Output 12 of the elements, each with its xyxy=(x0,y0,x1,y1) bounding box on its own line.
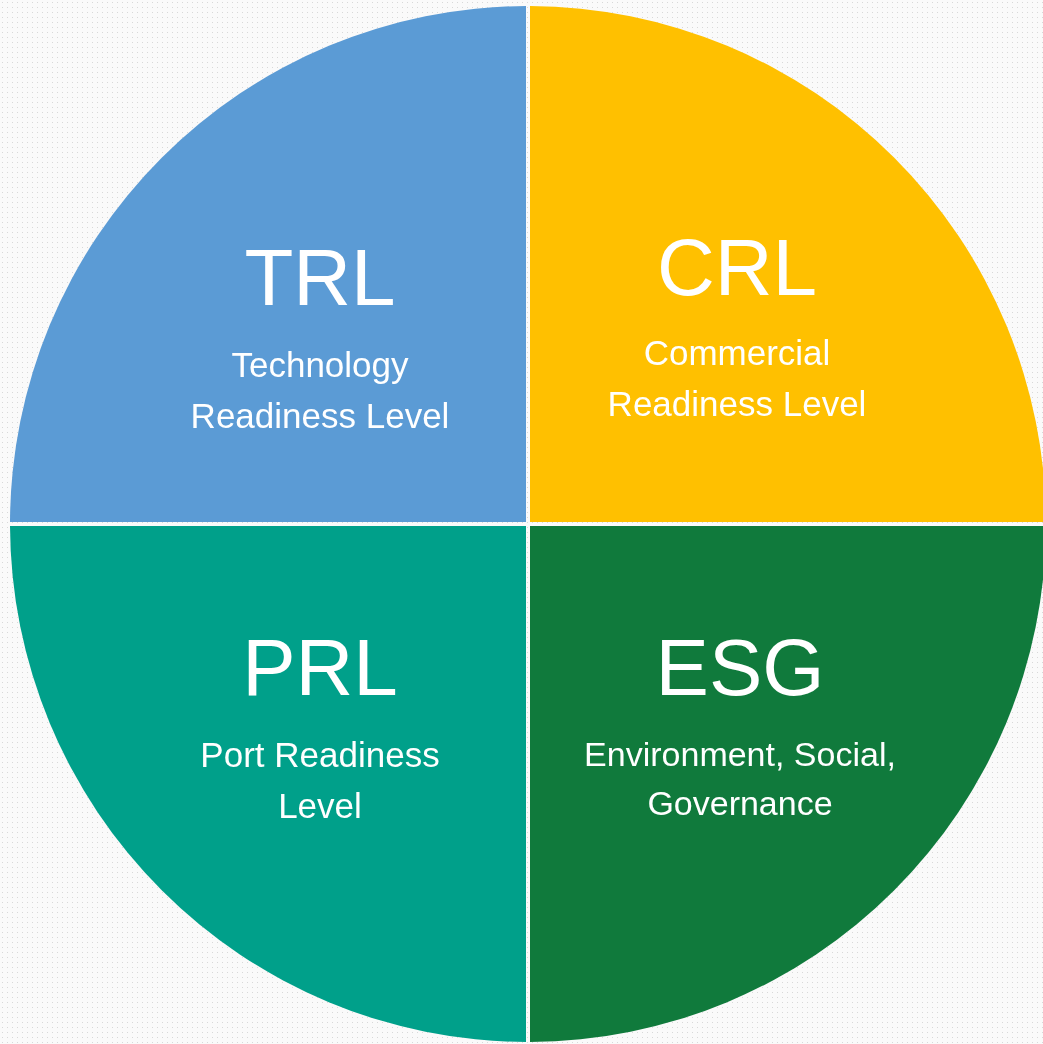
pie-quadrant xyxy=(10,526,526,1042)
quadrant-heading: PRL xyxy=(241,628,399,708)
quadrant-description: Port Readiness Level xyxy=(199,734,441,827)
pie-quadrant xyxy=(530,526,1043,1042)
quadrant-description: Environment, Social, Governance xyxy=(583,734,897,825)
pie-quadrant xyxy=(530,6,1043,522)
quadrant-heading: ESG xyxy=(654,628,826,708)
quadrant-description: Technology Readiness Level xyxy=(189,344,451,437)
quadrant-heading: CRL xyxy=(655,228,818,308)
quadrant-heading: TRL xyxy=(243,238,397,318)
pie-quadrant xyxy=(10,6,526,522)
quadrant-description: Commercial Readiness Level xyxy=(606,332,868,425)
